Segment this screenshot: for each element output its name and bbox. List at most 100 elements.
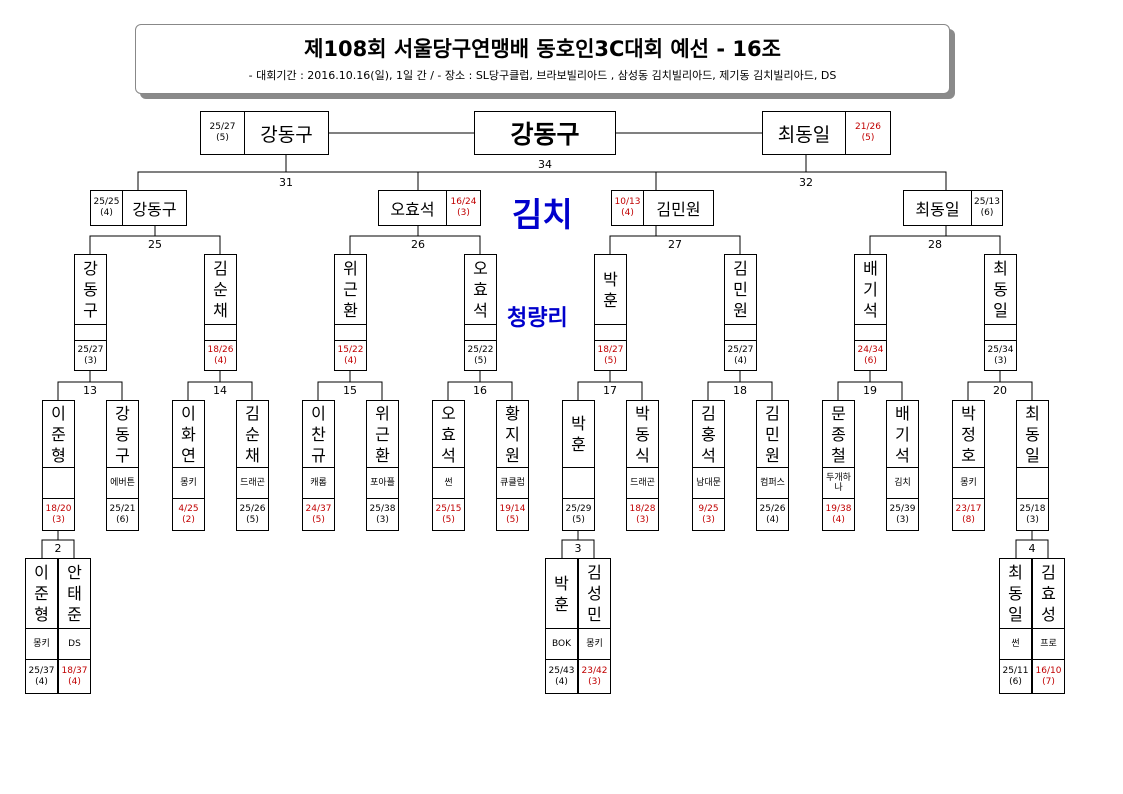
player-name-char: 동 <box>1025 424 1040 444</box>
player-name-char: 순 <box>213 280 228 299</box>
player-name-char: 기 <box>895 424 910 444</box>
player-name-char: 채 <box>245 445 260 465</box>
match-number: 34 <box>538 158 552 171</box>
innings: (5) <box>861 133 875 143</box>
player-name-char: 성 <box>587 584 602 603</box>
match-number: 20 <box>993 384 1007 397</box>
innings: (4) <box>68 676 81 687</box>
player-name-char: 동 <box>115 424 130 444</box>
match-number: 32 <box>799 176 813 189</box>
player-club: 몽키 <box>960 478 977 488</box>
player-club: DS <box>68 639 81 649</box>
match-number: 14 <box>213 384 227 397</box>
player-name-char: 위 <box>375 403 390 423</box>
innings: (5) <box>506 514 519 525</box>
innings: (3) <box>1026 514 1039 525</box>
player-name-char: 김 <box>213 259 228 278</box>
score: 10/13 <box>614 197 641 207</box>
score: 25/34 <box>987 344 1014 355</box>
score: 25/11 <box>1002 665 1029 676</box>
player-name-char: 강 <box>83 259 98 278</box>
score: 4/25 <box>178 503 199 514</box>
player-name-char: 강 <box>115 403 130 423</box>
player-name-char: 박 <box>571 414 586 433</box>
player-club: 몽키 <box>180 478 197 488</box>
innings: (6) <box>116 514 129 525</box>
score: 19/14 <box>499 503 526 514</box>
player-name-char: 태 <box>67 584 82 603</box>
player-club: 캐롬 <box>310 478 327 488</box>
player-name-char: 식 <box>635 445 650 465</box>
innings: (7) <box>1042 676 1055 687</box>
player-name-char: 원 <box>765 445 780 465</box>
player-name: 최동일 <box>904 191 972 225</box>
semi-box-2b: 최동일 25/13(6) <box>903 190 1003 226</box>
player-name-char: 김 <box>245 403 260 423</box>
innings: (5) <box>216 133 229 143</box>
innings: (5) <box>604 355 617 366</box>
innings: (2) <box>182 514 195 525</box>
player-club: 드래곤 <box>630 478 655 488</box>
player-club: 컴퍼스 <box>760 478 785 488</box>
innings: (6) <box>864 355 877 366</box>
player-name-char: 석 <box>895 445 910 465</box>
page-title: 제108회 서울당구연맹배 동호인3C대회 예선 - 16조 <box>304 37 781 61</box>
player-name-char: 박 <box>554 573 569 593</box>
player-name-char: 동 <box>635 424 650 444</box>
innings: (4) <box>621 208 634 218</box>
player-name-char: 지 <box>505 424 520 444</box>
innings: (5) <box>246 514 259 525</box>
player-name: 김민원 <box>656 200 701 219</box>
innings: (3) <box>457 208 470 218</box>
match-number: 17 <box>603 384 617 397</box>
player-club: 몽키 <box>33 639 50 649</box>
player-name-char: 효 <box>1041 584 1056 603</box>
score: 16/24 <box>450 197 477 207</box>
match-number: 2 <box>54 542 62 555</box>
score: 18/28 <box>629 503 656 514</box>
player-name-char: 성 <box>1041 605 1056 624</box>
player-name-char: 배 <box>895 403 910 423</box>
player-name-char: 오 <box>441 403 456 423</box>
innings: (3) <box>636 514 649 525</box>
semi-box-2a: 10/13(4) 김민원 <box>611 190 714 226</box>
player-club: 드래곤 <box>240 478 265 488</box>
player-name-char: 안 <box>67 563 82 582</box>
score: 25/13 <box>974 197 1000 207</box>
score: 23/17 <box>955 503 982 514</box>
innings: (4) <box>35 676 48 687</box>
score: 16/10 <box>1035 665 1062 676</box>
player-name-char: 석 <box>863 301 878 320</box>
innings: (4) <box>734 355 747 366</box>
innings: (6) <box>1009 676 1022 687</box>
match-number: 13 <box>83 384 97 397</box>
match-number: 28 <box>928 238 942 251</box>
score: 25/25 <box>93 197 120 207</box>
score: 25/26 <box>239 503 266 514</box>
player-club: 프로 <box>1040 639 1057 649</box>
match-number: 31 <box>279 176 293 189</box>
innings: (5) <box>572 514 585 525</box>
player-name-char: 오 <box>473 259 488 278</box>
final-left-box: 25/27(5) 강동구 <box>200 111 329 155</box>
match-number: 16 <box>473 384 487 397</box>
player-name-char: 일 <box>1025 445 1040 465</box>
player-name-char: 원 <box>733 301 748 320</box>
player-name-char: 효 <box>473 280 488 299</box>
